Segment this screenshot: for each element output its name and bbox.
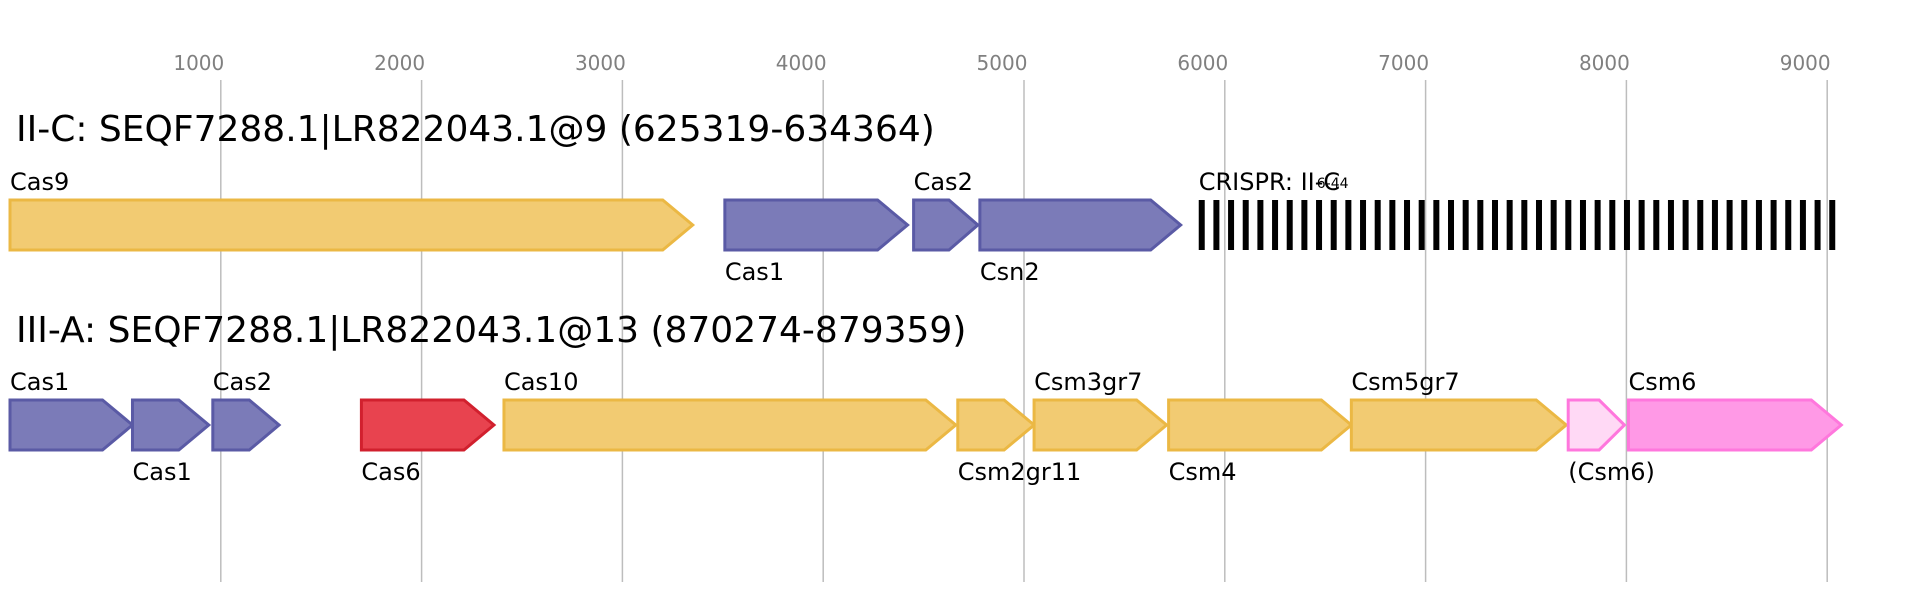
crispr-repeat [1418, 200, 1425, 250]
crispr-repeat [1829, 200, 1836, 250]
crispr-repeat [1198, 200, 1205, 250]
crispr-repeat [1711, 200, 1718, 250]
crispr-repeat [1667, 200, 1674, 250]
crispr-repeat [1785, 200, 1792, 250]
crispr-repeat [1448, 200, 1455, 250]
gene-arrow-csm2gr11 [956, 398, 1037, 452]
crispr-repeat [1623, 200, 1630, 250]
crispr-repeat [1726, 200, 1733, 250]
track-title-iii-a: III-A: SEQF7288.1|LR822043.1@13 (870274-… [16, 310, 966, 351]
gene-label: Csm2gr11 [958, 458, 1082, 486]
gene-arrow-cas9 [8, 198, 696, 252]
gene-label: Cas1 [10, 368, 69, 396]
crispr-repeat [1770, 200, 1777, 250]
crispr-repeat [1213, 200, 1220, 250]
gene-arrow-csm6 [1566, 398, 1627, 452]
crispr-repeat [1272, 200, 1279, 250]
gene-arrow-csm4 [1167, 398, 1354, 452]
crispr-repeat [1682, 200, 1689, 250]
tick-label: 1000 [173, 51, 224, 75]
gene-label: Csm5gr7 [1351, 368, 1459, 396]
gene-arrow-csm5gr7 [1349, 398, 1569, 452]
gene-label: Cas10 [504, 368, 579, 396]
gene-label: Cas2 [213, 368, 272, 396]
crispr-repeat [1741, 200, 1748, 250]
crispr-repeat [1550, 200, 1557, 250]
tick-label: 3000 [575, 51, 626, 75]
gene-label: Csm3gr7 [1034, 368, 1142, 396]
crispr-repeat [1242, 200, 1249, 250]
gene-label: (Csm6) [1568, 458, 1655, 486]
gene-label: Cas1 [132, 458, 191, 486]
crispr-repeat [1697, 200, 1704, 250]
gene-arrow-csm3gr7 [1032, 398, 1169, 452]
crispr-repeat [1799, 200, 1806, 250]
crispr-label: CRISPR: II-C [1199, 168, 1340, 196]
gene-label: Csm4 [1169, 458, 1237, 486]
crispr-repeat [1389, 200, 1396, 250]
tick-label: 7000 [1378, 51, 1429, 75]
crispr-repeat [1257, 200, 1264, 250]
crispr-repeat [1594, 200, 1601, 250]
crispr-repeat [1609, 200, 1616, 250]
crispr-repeat [1462, 200, 1469, 250]
gene-arrow-cas10 [502, 398, 959, 452]
track-iii-a: Cas1Cas1Cas2Cas6Cas10Csm2gr11Csm3gr7Csm4… [8, 368, 1844, 486]
crispr-repeat [1404, 200, 1411, 250]
tick-label: 5000 [977, 51, 1028, 75]
gene-label: Cas6 [361, 458, 420, 486]
gene-label: Cas2 [914, 168, 973, 196]
gene-label: Csm6 [1628, 368, 1696, 396]
crispr-repeat [1579, 200, 1586, 250]
tick-label: 9000 [1780, 51, 1831, 75]
crispr-repeat [1477, 200, 1484, 250]
tick-label: 8000 [1579, 51, 1630, 75]
gene-arrow-cas1 [8, 398, 135, 452]
crispr-repeat [1345, 200, 1352, 250]
crispr-repeat [1755, 200, 1762, 250]
crispr-repeat [1228, 200, 1235, 250]
crispr-repeat [1491, 200, 1498, 250]
gene-label: Cas9 [10, 168, 69, 196]
tick-label: 4000 [776, 51, 827, 75]
tick-label: 6000 [1177, 51, 1228, 75]
tick-label: 2000 [374, 51, 425, 75]
crispr-repeat [1506, 200, 1513, 250]
crispr-repeat [1653, 200, 1660, 250]
crispr-repeat [1521, 200, 1528, 250]
crispr-repeat [1330, 200, 1337, 250]
axis-tick-labels: 1000 2000 3000 4000 5000 6000 7000 8000 9000 [173, 51, 1830, 75]
gene-arrow-csm6 [1626, 398, 1844, 452]
gene-label: Csn2 [980, 258, 1040, 286]
crispr-repeat [1360, 200, 1367, 250]
gene-arrow-csn2 [978, 198, 1184, 252]
crispr-repeat [1433, 200, 1440, 250]
grid-layer [220, 80, 1828, 582]
crispr-repeat [1316, 200, 1323, 250]
crispr-repeat [1301, 200, 1308, 250]
crispr-repeat [1638, 200, 1645, 250]
gene-arrow-cas1 [130, 398, 212, 452]
gene-arrow-cas1 [723, 198, 910, 252]
gene-label: Cas1 [725, 258, 784, 286]
gene-arrow-cas2 [211, 398, 282, 452]
crispr-repeat [1374, 200, 1381, 250]
crispr-repeat [1286, 200, 1293, 250]
crispr-repeat [1814, 200, 1821, 250]
crispr-count-label: 6-44 [1317, 176, 1349, 192]
crispr-repeat [1535, 200, 1542, 250]
gene-arrow-cas2 [912, 198, 981, 252]
gene-arrow-cas6 [359, 398, 497, 452]
track-title-ii-c: II-C: SEQF7288.1|LR822043.1@9 (625319-63… [16, 109, 935, 150]
crispr-repeat [1565, 200, 1572, 250]
